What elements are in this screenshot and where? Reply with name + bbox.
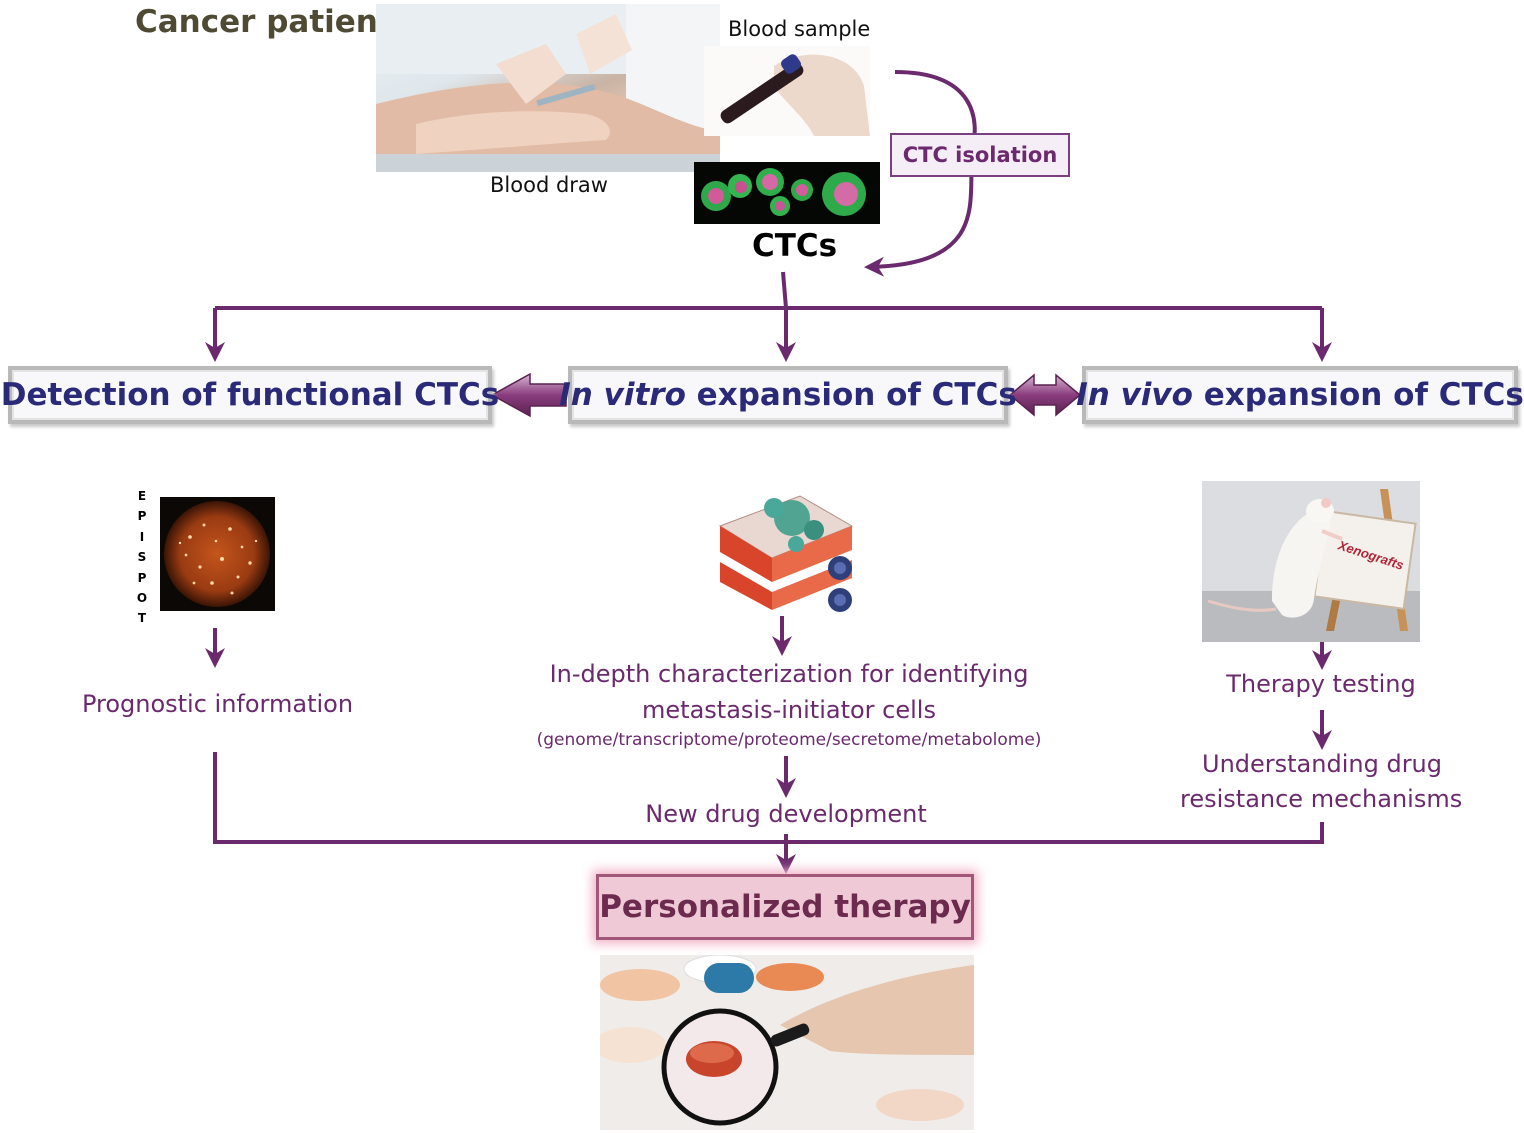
cancer-patient-label: Cancer patient [135, 4, 393, 40]
arrow-vitro-to-detection [490, 372, 567, 418]
pills-magnifier-photo-icon [600, 955, 974, 1130]
understanding-drug-line-2: resistance mechanisms [1180, 785, 1463, 813]
blood-sample-label: Blood sample [728, 17, 871, 41]
in-vivo-rest: expansion of CTCs [1192, 377, 1524, 413]
ctc-isolation-box: CTC isolation [890, 133, 1070, 177]
detection-title: Detection of functional CTCs [0, 377, 500, 413]
ctcs-label: CTCs [752, 228, 838, 264]
prognostic-information-label: Prognostic information [81, 690, 354, 718]
merge-connector [213, 752, 1324, 874]
ctc-microscopy-icon [694, 162, 880, 224]
culture-flask-icon [712, 486, 858, 620]
in-vitro-italic: In vitro [559, 377, 686, 413]
blood-tube-photo-icon [704, 46, 870, 136]
detection-functional-ctcs-box: Detection of functional CTCs [1, 366, 499, 424]
epispot-well-icon [160, 497, 275, 611]
new-drug-development-label: New drug development [645, 800, 927, 828]
omics-list-label: (genome/transcriptome/proteome/secretome… [536, 730, 1042, 750]
blood-draw-photo-icon [376, 4, 720, 172]
in-vivo-expansion-box: In vivo expansion of CTCs [1076, 366, 1524, 424]
arrow-vitro-vivo-double [1008, 373, 1082, 417]
understanding-drug-line-1: Understanding drug [1202, 750, 1442, 778]
in-vitro-expansion-box: In vitro expansion of CTCs [559, 366, 1017, 424]
characterization-line-1: In-depth characterization for identifyin… [549, 660, 1029, 688]
characterization-line-2: metastasis-initiator cells [642, 696, 936, 724]
branch-connector [205, 271, 1332, 362]
therapy-testing-label: Therapy testing [1226, 670, 1416, 698]
personalized-therapy-box: Personalized therapy [596, 874, 974, 940]
mouse-xenograft-photo-icon: Xenografts [1202, 481, 1420, 642]
personalized-therapy-label: Personalized therapy [599, 889, 971, 925]
in-vivo-italic: In vivo [1076, 377, 1193, 413]
blood-draw-label: Blood draw [490, 173, 608, 197]
in-vitro-rest: expansion of CTCs [685, 377, 1017, 413]
ctc-isolation-label: CTC isolation [902, 143, 1058, 167]
